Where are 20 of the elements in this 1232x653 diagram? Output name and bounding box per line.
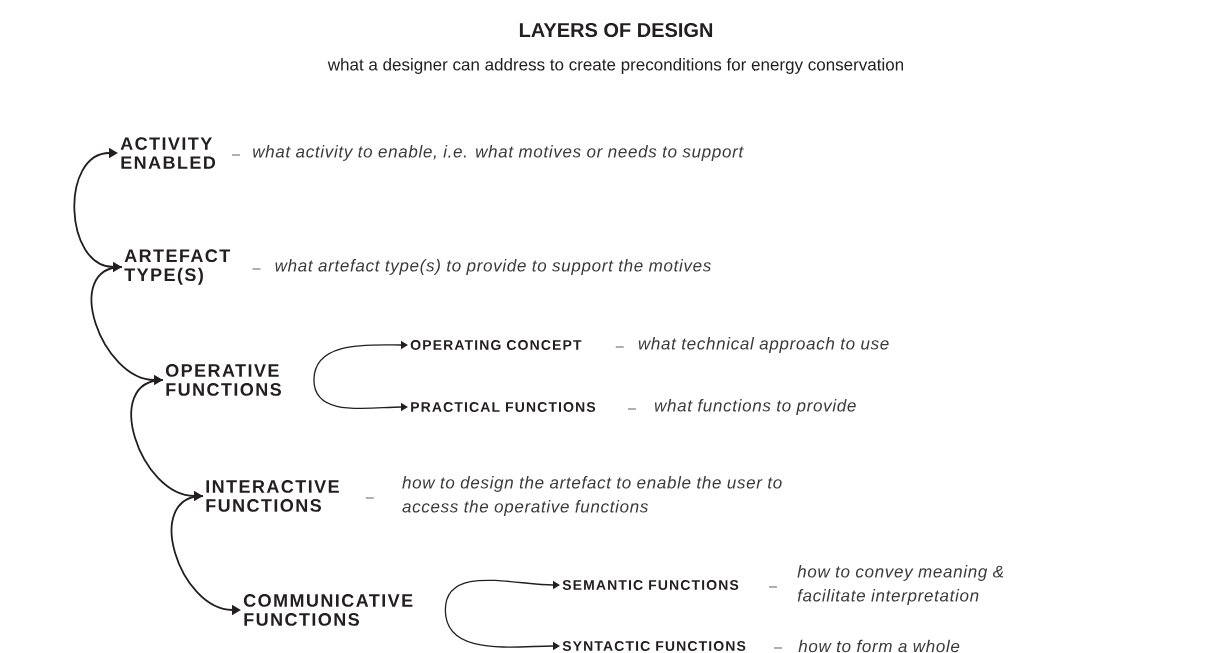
- subtitle: what a designer can address to create preconditions for energy conservation: [327, 58, 903, 74]
- description-text: what functions to provide: [654, 399, 856, 415]
- description-text: how to design the artefact to enable the user to access the operative functions: [402, 476, 782, 516]
- heading-label: COMMUNICATIVE FUNCTIONS: [243, 594, 413, 626]
- heading-label: PRACTICAL FUNCTIONS: [411, 402, 596, 412]
- description-text: what artefact type(s) to provide to support the motives: [275, 259, 711, 275]
- heading-label: INTERACTIVE FUNCTIONS: [206, 480, 339, 512]
- title: LAYERS OF DESIGN: [519, 22, 713, 38]
- description-text: what technical approach to use: [638, 337, 889, 353]
- heading-label: ACTIVITY ENABLED: [120, 137, 216, 169]
- heading-label: OPERATING CONCEPT: [410, 340, 582, 350]
- arrow: [313, 340, 408, 381]
- arrow: [444, 579, 560, 611]
- description-text: how to convey meaning & facilitate interpretation: [797, 565, 1004, 605]
- description-text: how to form a whole: [798, 639, 960, 653]
- heading-label: SEMANTIC FUNCTIONS: [562, 580, 739, 590]
- description-text: what activity to enable, i.e. what motives or needs to support: [253, 145, 744, 161]
- heading-label: SYNTACTIC FUNCTIONS: [562, 641, 746, 651]
- heading-label: OPERATIVE FUNCTIONS: [165, 364, 281, 396]
- heading-label: ARTEFACT TYPE(S): [124, 249, 231, 285]
